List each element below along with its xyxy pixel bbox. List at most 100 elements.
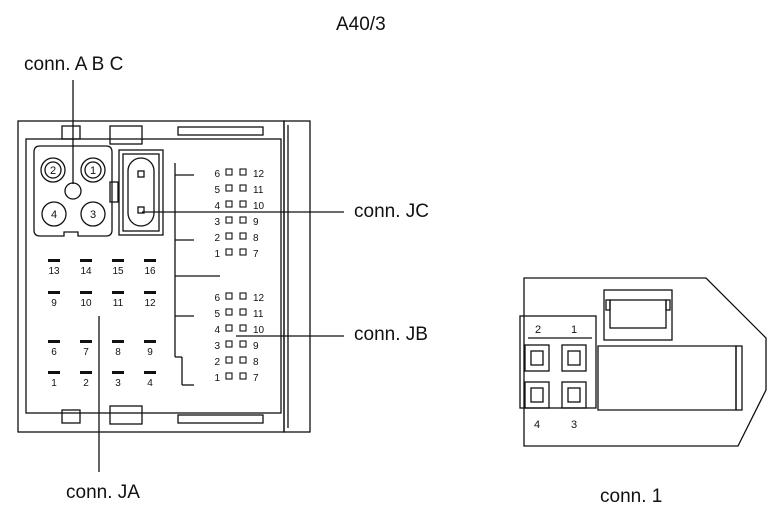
- jc-square: [225, 184, 233, 192]
- ja-pin-number: 12: [144, 298, 156, 309]
- top-slot: [177, 126, 264, 136]
- conn1-pin-frame: [519, 315, 597, 409]
- jc-square: [239, 184, 247, 192]
- abc-pin-circle-1: [80, 157, 106, 183]
- conn1-pin-square-3: [561, 381, 587, 409]
- jc-square: [225, 200, 233, 208]
- jc-pin-left: 5: [214, 185, 220, 196]
- jb-square: [225, 292, 233, 300]
- jc-pin-right: 10: [253, 201, 265, 212]
- jb-pin-left: 6: [214, 293, 220, 304]
- jb-square: [225, 356, 233, 364]
- jb-pin-squares: [225, 292, 247, 380]
- label-conn-ja: conn. JA: [66, 482, 140, 503]
- ja-slot: [112, 340, 124, 343]
- jb-pin-left: 5: [214, 309, 220, 320]
- ja-slot: [48, 259, 60, 262]
- jb-square: [239, 356, 247, 364]
- conn1-pin-2: 2: [535, 324, 541, 336]
- abc-pin-circle-3: [80, 201, 106, 227]
- fuse-holder-outer: [118, 149, 164, 236]
- jb-pin-right: 7: [253, 373, 259, 384]
- jc-pin-squares: [225, 168, 247, 256]
- label-conn-jb: conn. JB: [354, 324, 428, 345]
- ja-slot: [80, 291, 92, 294]
- abc-side-tab: [109, 181, 119, 203]
- ja-slot: [144, 371, 156, 374]
- conn1-body: [597, 345, 737, 411]
- jc-pin-right: 11: [253, 185, 264, 196]
- jc-square: [239, 216, 247, 224]
- conn1-pin-square-4: [524, 381, 550, 409]
- jb-square: [239, 292, 247, 300]
- jc-pin-left: 4: [214, 201, 220, 212]
- jc-square: [239, 200, 247, 208]
- jc-square: [239, 168, 247, 176]
- ja-pin-number: 1: [51, 378, 57, 389]
- ja-slot: [112, 291, 124, 294]
- jc-pin-right: 12: [253, 169, 265, 180]
- bottom-latch-right: [109, 405, 143, 425]
- jb-pin-right: 10: [253, 325, 265, 336]
- jc-square: [239, 232, 247, 240]
- ja-pin-number: 2: [83, 378, 89, 389]
- jb-square: [239, 340, 247, 348]
- jb-pin-left: 2: [214, 357, 220, 368]
- jc-square: [239, 248, 247, 256]
- ja-pin-number: 14: [80, 266, 92, 277]
- abc-connector-outline: [33, 145, 113, 237]
- abc-pin-4: 4: [51, 209, 57, 221]
- bottom-latch-left: [61, 409, 81, 424]
- main-connector-side-rail: [283, 120, 311, 433]
- jc-pin-left: 1: [214, 249, 220, 260]
- ja-slot: [48, 291, 60, 294]
- jb-square: [239, 372, 247, 380]
- ja-pin-number: 11: [113, 298, 124, 309]
- ja-pin-number: 6: [51, 347, 57, 358]
- ja-pin-slots: [48, 259, 156, 374]
- ja-pin-number: 9: [147, 347, 153, 358]
- jc-pin-left: 3: [214, 217, 220, 228]
- ja-slot: [80, 371, 92, 374]
- jc-pin-left: 6: [214, 169, 220, 180]
- ja-pin-number: 4: [147, 378, 153, 389]
- ja-slot: [112, 371, 124, 374]
- jb-square: [225, 308, 233, 316]
- abc-pin-circle-4: [41, 201, 67, 227]
- ja-slot: [144, 291, 156, 294]
- conn1-pin-square-1: [561, 344, 587, 372]
- conn1-top-latch: [603, 289, 673, 341]
- conn1-pin-3: 3: [571, 419, 577, 431]
- conn1-side-lock: [735, 345, 743, 411]
- ja-pin-number: 8: [115, 347, 121, 358]
- conn1-pin-square-2: [524, 344, 550, 372]
- top-latch-left: [61, 125, 81, 140]
- ja-slot: [80, 340, 92, 343]
- jb-pin-right: 11: [253, 309, 264, 320]
- ja-slot: [80, 259, 92, 262]
- main-connector-inner-frame: [25, 138, 282, 414]
- label-conn-abc: conn. A B C: [24, 54, 124, 75]
- label-conn-jc: conn. JC: [354, 201, 429, 222]
- jb-square: [225, 340, 233, 348]
- jb-pin-left: 4: [214, 325, 220, 336]
- jb-pin-left: 1: [214, 373, 220, 384]
- jc-square: [225, 248, 233, 256]
- ja-slot: [144, 259, 156, 262]
- jc-square: [225, 232, 233, 240]
- ja-slot: [48, 340, 60, 343]
- ja-slot: [144, 340, 156, 343]
- abc-pin-2: 2: [50, 165, 56, 177]
- ja-pin-number: 10: [80, 298, 92, 309]
- abc-center-pin: [64, 182, 82, 200]
- abc-pin-circle-2: [40, 157, 66, 183]
- ja-pin-number: 3: [115, 378, 121, 389]
- jc-square: [225, 168, 233, 176]
- abc-pin-3: 3: [90, 209, 96, 221]
- conn1-housing: [523, 277, 767, 447]
- jc-pin-right: 9: [253, 217, 259, 228]
- jb-pin-right: 12: [253, 293, 265, 304]
- jb-square: [239, 308, 247, 316]
- diagram-title: A40/3: [336, 14, 386, 35]
